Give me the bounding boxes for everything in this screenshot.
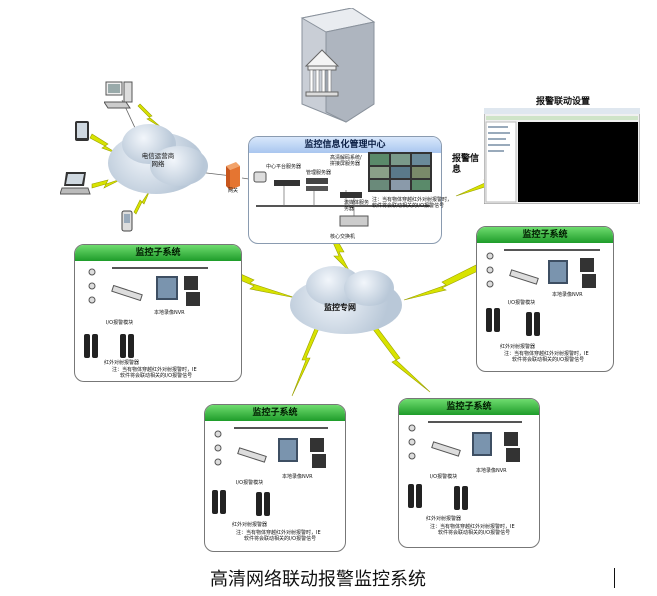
subsystem-bottom-left-io-label: I/O报警模块: [236, 480, 264, 486]
lightning-link-right: [403, 263, 481, 301]
lightning-link-bottom-right: [371, 325, 431, 393]
mobile-phone-icon: [121, 210, 133, 232]
alarm-linkage-title: 报警联动设置: [536, 97, 591, 107]
io-module-icon: [111, 284, 143, 302]
alarm-info-label: 报警信息: [452, 154, 480, 175]
subsystem-bottom-left-nvr-label: 本地录像NVR: [282, 474, 313, 480]
gateway-firewall-icon: [226, 162, 240, 190]
subsystem-left-nvr-label: 本地录像NVR: [154, 310, 185, 316]
hd-decoder-label: 高清解码系统/: [330, 155, 362, 161]
lightning-link-tablet: [89, 133, 119, 155]
subsystem-bottom-right-title: 监控子系统: [399, 399, 539, 415]
subsystem-right-nvr-label: 本地录像NVR: [552, 292, 583, 298]
laptop-icon: [60, 172, 91, 195]
subsystem-left-equipment: [84, 267, 208, 358]
gateway-label: 网关: [228, 188, 239, 194]
alarm-linkage-screenshot: [484, 108, 640, 204]
subsystem-right-note2: 软件将会联动相关的I/O报警信号: [512, 357, 585, 363]
subsystem-right-note1: 注：当有物体穿越红外对射报警时，IE: [504, 351, 589, 357]
subsystem-bottom-right-io-label: I/O报警模块: [430, 474, 458, 480]
subsystem-bottom-right-note1: 注：当有物体穿越红外对射报警时，IE: [430, 524, 515, 530]
monitor-icon: [184, 276, 198, 290]
subsystem-bottom-left-title: 监控子系统: [205, 405, 345, 421]
diagram-caption: 高清网络联动报警监控系统: [210, 569, 426, 589]
subsystem-bottom-left-note1: 注：当有物体穿越红外对射报警时，IE: [236, 530, 321, 536]
platform-server-icon: [253, 171, 267, 183]
infrared-beam-icon: [84, 334, 134, 358]
center-note-line2: 软件将会联动相关的I/O报警信号: [372, 203, 445, 209]
nvr-server-icon: [156, 276, 178, 300]
management-center-title: 监控信息化管理中心: [249, 137, 441, 153]
lightning-link-laptop: [91, 177, 125, 189]
center-note-line1: 注：当有物体穿越红外对射报警时，: [372, 197, 453, 203]
subsystem-bottom-left-infrared-label: 红外对射报警器: [232, 522, 268, 528]
subsystem-right-title: 监控子系统: [477, 227, 613, 243]
streaming-server-label: 流媒体服务: [344, 200, 370, 206]
subsystem-left-title: 监控子系统: [75, 245, 241, 261]
tablet-icon: [75, 121, 89, 141]
streaming-server-label-2: 务器: [344, 206, 355, 212]
subsystem-left-infrared-label: 红外对射报警器: [104, 360, 140, 366]
subsystem-right-infrared-label: 红外对射报警器: [500, 344, 536, 350]
subsystem-left-note2: 软件将会联动相关的I/O报警信号: [120, 373, 193, 379]
hd-decoder-label-2: 拼接屏服务器: [330, 161, 361, 167]
lightning-link-bottom-left: [291, 325, 321, 397]
platform-server-label: 中心平台服务器: [266, 164, 302, 170]
monitoring-network-label: 监控专网: [324, 303, 356, 312]
core-switch-icon: [339, 215, 369, 227]
lightning-link-mobile: [133, 189, 151, 215]
subsystem-bottom-left-note2: 软件将会联动相关的I/O报警信号: [244, 536, 317, 542]
headquarters-building-icon: [300, 8, 376, 123]
management-server-icon: [274, 180, 300, 186]
hd-decoder-icon: [306, 178, 328, 184]
video-wall-icon: [368, 152, 432, 192]
subsystem-bottom-right-infrared-label: 红外对射报警器: [426, 516, 462, 522]
subsystem-right-io-label: I/O报警模块: [508, 300, 536, 306]
subsystem-bottom-left-equipment: [212, 427, 328, 516]
text-cursor: [614, 568, 615, 588]
subsystem-right-equipment: [486, 249, 600, 336]
subsystem-bottom-right-note2: 软件将会联动相关的I/O报警信号: [438, 530, 511, 536]
desktop-computer-icon: [104, 81, 133, 109]
streaming-server-icon: [340, 192, 362, 198]
center-equipment: [253, 152, 432, 227]
subsystem-bottom-right-equipment: [408, 421, 522, 510]
core-switch-label: 核心交换机: [330, 234, 356, 240]
subsystem-left-note1: 注：当有物体穿越红外对射报警时，IE: [112, 367, 197, 373]
telecom-cloud-label: 电信运营商网络: [141, 152, 175, 168]
lightning-link-phone: [137, 103, 163, 129]
subsystem-left-io-label: I/O报警模块: [106, 320, 134, 326]
subsystem-bottom-right-nvr-label: 本地录像NVR: [476, 468, 507, 474]
management-server-label: 管理服务器: [306, 170, 332, 176]
